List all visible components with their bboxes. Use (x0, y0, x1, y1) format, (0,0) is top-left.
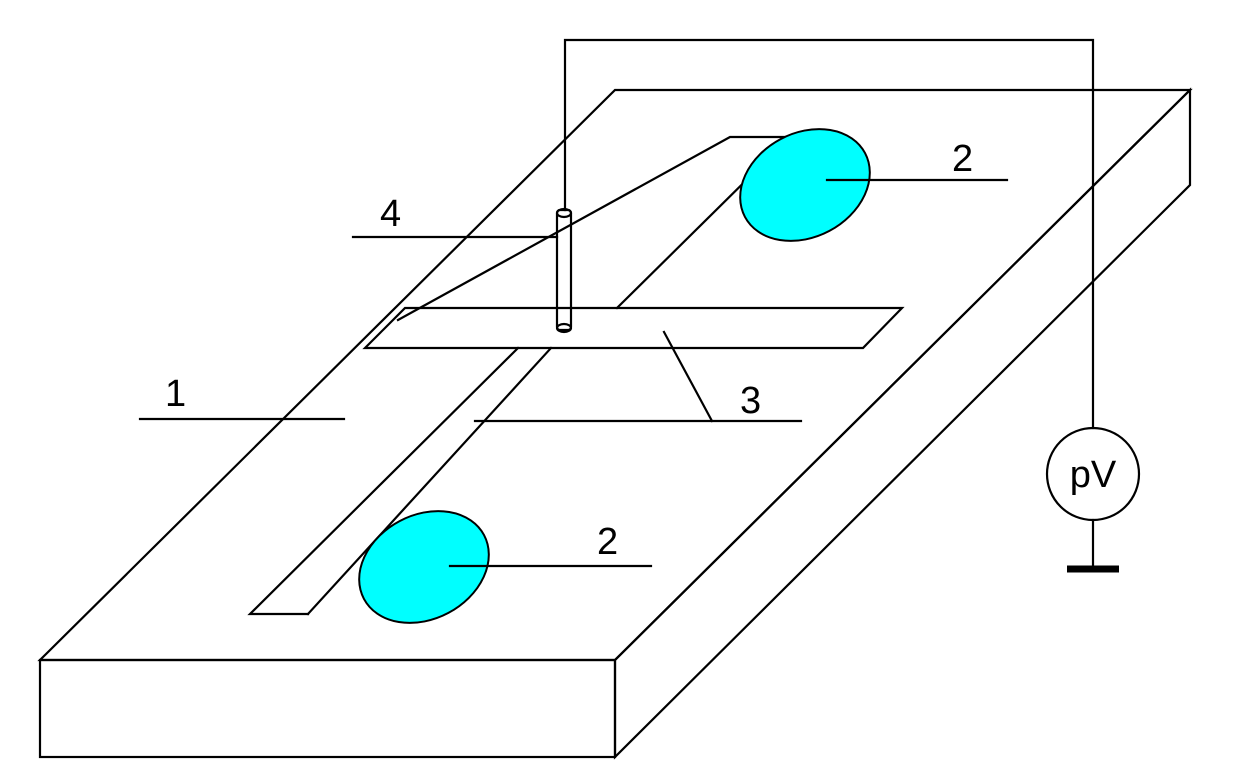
probe-wire (563, 38, 1095, 430)
film-strip (362, 306, 905, 350)
substrate-front-face (38, 658, 617, 759)
contact-top (739, 128, 871, 242)
label-substrate: 1 (165, 373, 186, 415)
label-film-strip: 3 (740, 380, 761, 422)
leader-line-3-pointer (662, 330, 714, 423)
diagonal-strip-lower-left-edge (247, 346, 520, 616)
label-contact-bottom: 2 (597, 521, 618, 563)
contact-bottom (358, 510, 490, 624)
meter-label: pV (1070, 454, 1117, 496)
label-probe: 4 (380, 193, 401, 235)
diagonal-strip-lower-right-edge (306, 346, 553, 616)
substrate-side-face (613, 87, 1192, 760)
substrate-top-face (37, 88, 1193, 662)
leader-lines (138, 178, 1009, 568)
substrate (37, 87, 1193, 760)
label-contact-top: 2 (952, 138, 973, 180)
probe-bottom-cap (555, 322, 573, 334)
diagonal-strip-upper-left-edge (396, 135, 792, 322)
picovoltmeter: pV (1045, 426, 1141, 573)
diagonal-strip (247, 135, 792, 616)
